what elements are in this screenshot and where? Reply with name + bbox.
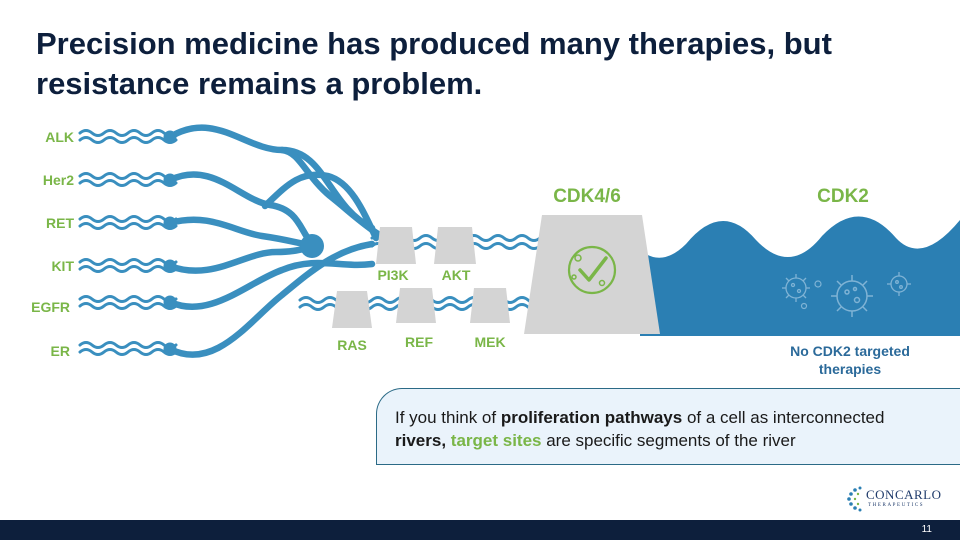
node-label-ras: RAS [337,337,367,353]
receptor-label-kit: KIT [51,258,74,274]
node-label-ref: REF [405,334,433,350]
logo-mark-icon [847,486,862,512]
callout-bold-term: rivers, [395,431,447,450]
receptor-rivers [78,129,178,356]
callout-green-term: target sites [450,431,542,450]
callout-text: If you think of [395,408,501,427]
virus-icon [887,272,911,296]
ref-gate [396,288,436,323]
page-number: 11 [921,524,932,535]
slide-title-line-2: resistance remains a problem. [36,66,483,101]
receptor-label-alk: ALK [45,129,74,145]
slide-title: Precision medicine has produced many the… [36,24,916,104]
receptor-label-her2: Her2 [43,172,74,188]
virus-icon [782,274,810,302]
node-label-pi3k: PI3K [377,267,408,283]
node-label-akt: AKT [442,267,471,283]
ras-gate [332,291,372,328]
receptor-label-egfr: EGFR [31,299,70,315]
callout-text: of a cell as interconnected [682,408,885,427]
concarlo-logo: CONCARLO THERAPEUTICS [846,484,941,514]
virus-icon [831,275,873,317]
mek-gate [470,288,510,323]
no-cdk2-note-line-1: No CDK2 targeted [790,343,910,359]
logo-name: CONCARLO [866,487,942,502]
akt-gate [434,227,476,264]
callout-bold-term: proliferation pathways [500,408,683,427]
logo-subtitle: THERAPEUTICS [868,503,925,508]
node-label-mek: MEK [474,334,505,350]
receptor-label-ret: RET [46,215,74,231]
cdk46-label: CDK4/6 [553,186,621,207]
river-junction-nodes [163,130,324,356]
pi3k-gate [376,227,416,264]
virus-icon [800,302,808,310]
callout-text: are specific segments of the river [541,431,796,450]
no-cdk2-note-line-2: therapies [819,361,881,377]
virus-icon [814,280,822,288]
cdk2-river-area [640,216,960,336]
footer-bar: 11 [0,520,960,540]
cdk2-label: CDK2 [817,186,869,207]
receptor-label-er: ER [51,343,70,359]
slide-title-line-1: Precision medicine has produced many the… [36,26,832,61]
analogy-callout: If you think of proliferation pathways o… [376,388,960,465]
targeted-check-icon [567,245,617,295]
